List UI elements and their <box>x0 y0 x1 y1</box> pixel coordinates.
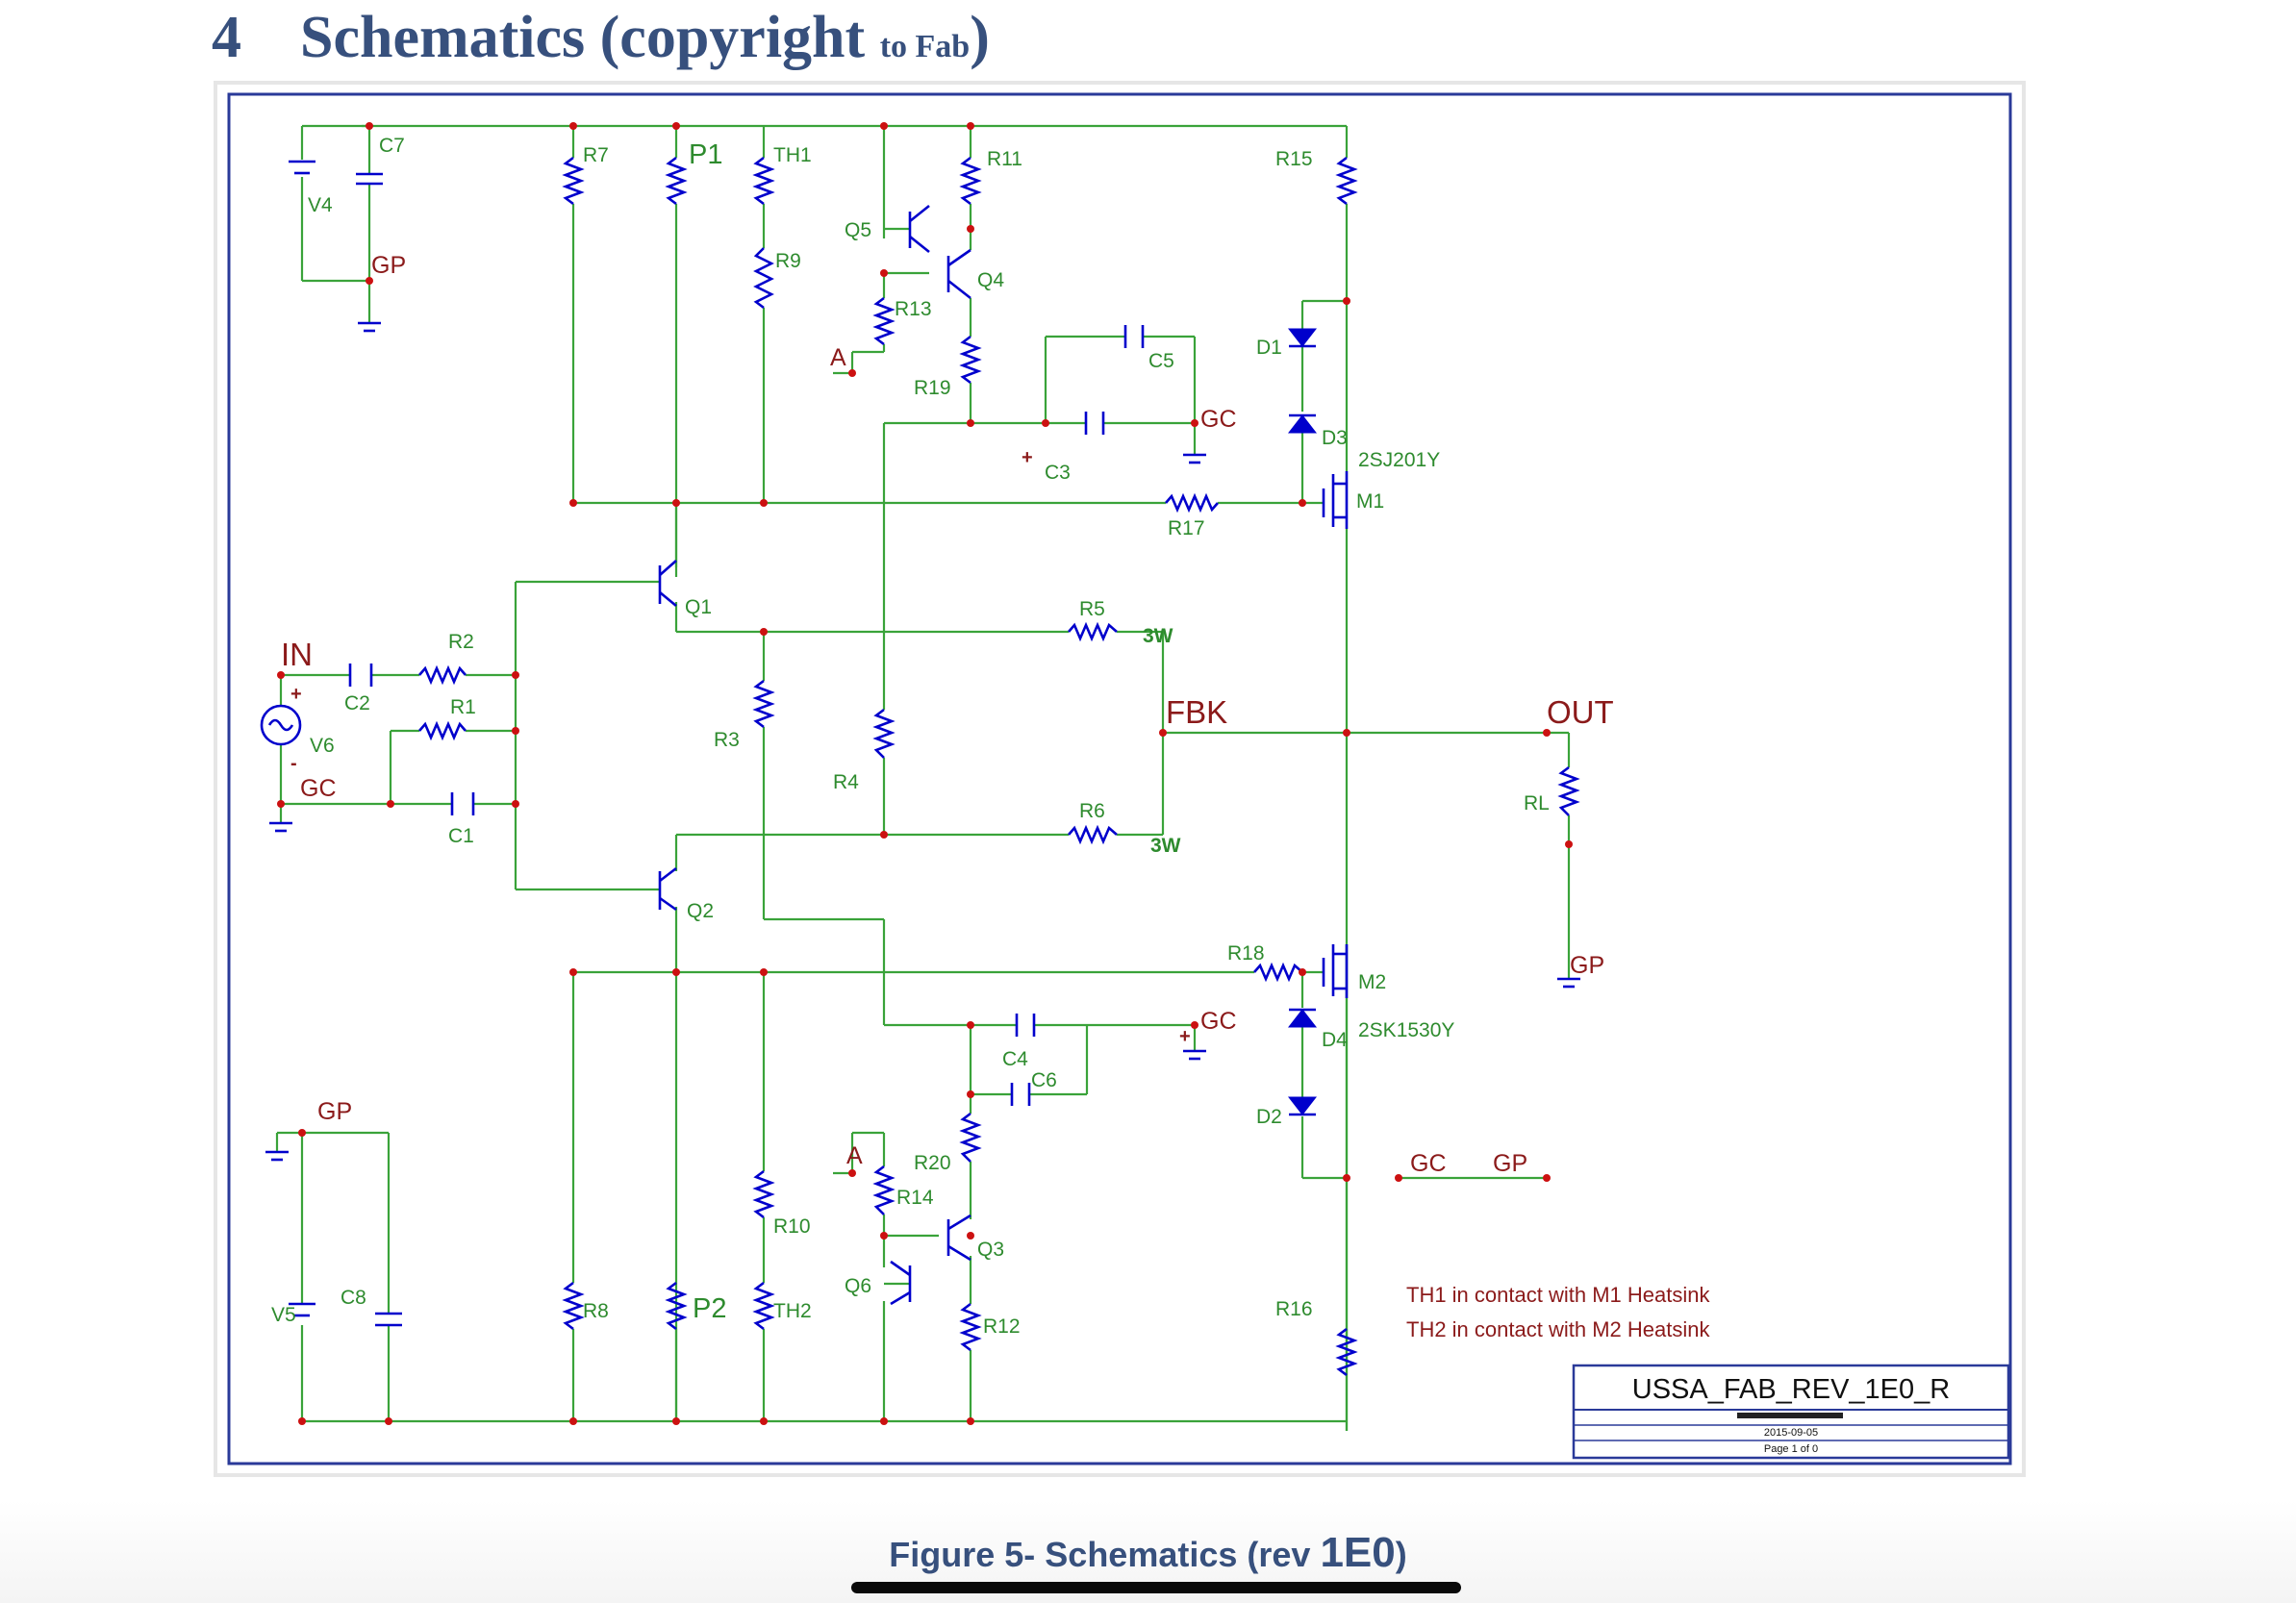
label-c7: C7 <box>379 135 405 157</box>
title-block-name: USSA_FAB_REV_1E0_R <box>1632 1374 1950 1405</box>
label-r19: R19 <box>914 377 951 399</box>
label-r18: R18 <box>1227 942 1265 964</box>
label-th1: TH1 <box>773 144 812 166</box>
heading-small: to Fab <box>879 29 971 64</box>
label-c4: C4 <box>1002 1048 1028 1070</box>
labels: C7 V4 GP R7 P1 TH1 R9 R11 Q5 Q4 R13 A R1… <box>271 135 1710 1341</box>
label-r17: R17 <box>1168 517 1205 539</box>
label-c5: C5 <box>1148 350 1174 372</box>
label-r7: R7 <box>583 144 609 166</box>
label-p1: P1 <box>689 139 722 170</box>
label-r6: R6 <box>1079 800 1105 822</box>
nodes <box>277 122 1573 1425</box>
net-gc-input: GC <box>300 775 337 802</box>
label-d4: D4 <box>1322 1029 1348 1051</box>
label-m1: M1 <box>1356 490 1384 513</box>
label-r14: R14 <box>896 1187 934 1209</box>
label-m2: M2 <box>1358 971 1386 993</box>
label-q6: Q6 <box>845 1275 871 1297</box>
label-r20: R20 <box>914 1152 951 1174</box>
label-r12: R12 <box>983 1315 1021 1338</box>
net-gp-bottom: GP <box>317 1098 352 1125</box>
components <box>260 156 1580 1377</box>
net-gp-legend: GP <box>1493 1150 1527 1177</box>
net-gp-rl: GP <box>1570 952 1604 979</box>
title-block-date: 2015-09-05 <box>1764 1427 1818 1439</box>
label-q1: Q1 <box>685 596 712 618</box>
label-d1: D1 <box>1256 337 1282 359</box>
heading-number: 4 <box>212 5 241 70</box>
net-a-top: A <box>830 344 846 371</box>
label-v6: V6 <box>310 735 335 757</box>
section-heading: 4 Schematics (copyright to Fab) <box>212 4 990 72</box>
net-out: OUT <box>1547 694 1614 730</box>
label-m1-part: 2SJ201Y <box>1358 449 1440 471</box>
label-m2-part: 2SK1530Y <box>1358 1019 1454 1041</box>
label-r6-rating: 3W <box>1150 835 1181 857</box>
label-c1: C1 <box>448 825 474 847</box>
note-th2: TH2 in contact with M2 Heatsink <box>1406 1317 1710 1341</box>
heading-end: ) <box>970 5 990 70</box>
label-c3: C3 <box>1045 462 1071 484</box>
label-c8: C8 <box>341 1287 366 1309</box>
label-r8: R8 <box>583 1300 609 1322</box>
note-th1: TH1 in contact with M1 Heatsink <box>1406 1283 1710 1307</box>
wires <box>275 124 1571 1431</box>
caption-rev: 1E0 <box>1320 1529 1396 1576</box>
drawing-border <box>227 92 2012 1465</box>
label-r5: R5 <box>1079 598 1105 620</box>
label-r1: R1 <box>450 696 476 718</box>
net-gp-top: GP <box>371 252 406 279</box>
net-gc-legend: GC <box>1410 1150 1447 1177</box>
net-gc-top: GC <box>1200 406 1237 433</box>
label-r15: R15 <box>1275 148 1313 170</box>
polarity-v6-minus: - <box>290 753 297 774</box>
heading-main: Schematics (copyright <box>300 5 880 70</box>
net-fbk: FBK <box>1166 694 1227 730</box>
home-indicator-bar[interactable] <box>851 1582 1461 1593</box>
label-q5: Q5 <box>845 219 871 241</box>
label-q2: Q2 <box>687 900 714 922</box>
label-r2: R2 <box>448 631 474 653</box>
label-c6: C6 <box>1031 1069 1057 1091</box>
label-r10: R10 <box>773 1215 811 1238</box>
net-gc-bottom: GC <box>1200 1008 1237 1035</box>
caption-suffix: ) <box>1395 1535 1407 1574</box>
polarity-v6-plus: + <box>290 684 302 705</box>
redacted-author <box>1737 1413 1843 1418</box>
net-a-bottom: A <box>846 1142 863 1169</box>
figure-caption: Figure 5- Schematics (rev 1E0) <box>0 1529 2296 1577</box>
label-r9: R9 <box>775 250 801 272</box>
caption-prefix: Figure 5- Schematics (rev <box>889 1535 1321 1574</box>
label-r16: R16 <box>1275 1298 1313 1320</box>
label-c2: C2 <box>344 692 370 714</box>
label-r11: R11 <box>987 148 1022 170</box>
label-v5: V5 <box>271 1304 296 1326</box>
label-r3: R3 <box>714 729 740 751</box>
label-q4: Q4 <box>977 269 1004 291</box>
title-block: USSA_FAB_REV_1E0_R 2015-09-05 Page 1 of … <box>1572 1364 2010 1460</box>
label-q3: Q3 <box>977 1239 1004 1261</box>
polarity-c4: + <box>1179 1026 1191 1047</box>
label-r13: R13 <box>895 298 932 320</box>
title-block-page: Page 1 of 0 <box>1764 1443 1818 1455</box>
label-th2: TH2 <box>773 1300 812 1322</box>
label-d3: D3 <box>1322 427 1348 449</box>
schematic-frame <box>217 85 2022 1473</box>
label-v4: V4 <box>308 194 333 216</box>
label-d2: D2 <box>1256 1106 1282 1128</box>
schematic-diagram: .w { stroke:#3aa33a; stroke-width:2.2; f… <box>227 92 2012 1465</box>
polarity-c3: + <box>1022 447 1033 468</box>
label-p2: P2 <box>693 1293 726 1324</box>
label-r5-rating: 3W <box>1143 625 1173 647</box>
label-rl: RL <box>1524 792 1550 814</box>
net-in: IN <box>281 637 313 672</box>
label-r4: R4 <box>833 771 859 793</box>
